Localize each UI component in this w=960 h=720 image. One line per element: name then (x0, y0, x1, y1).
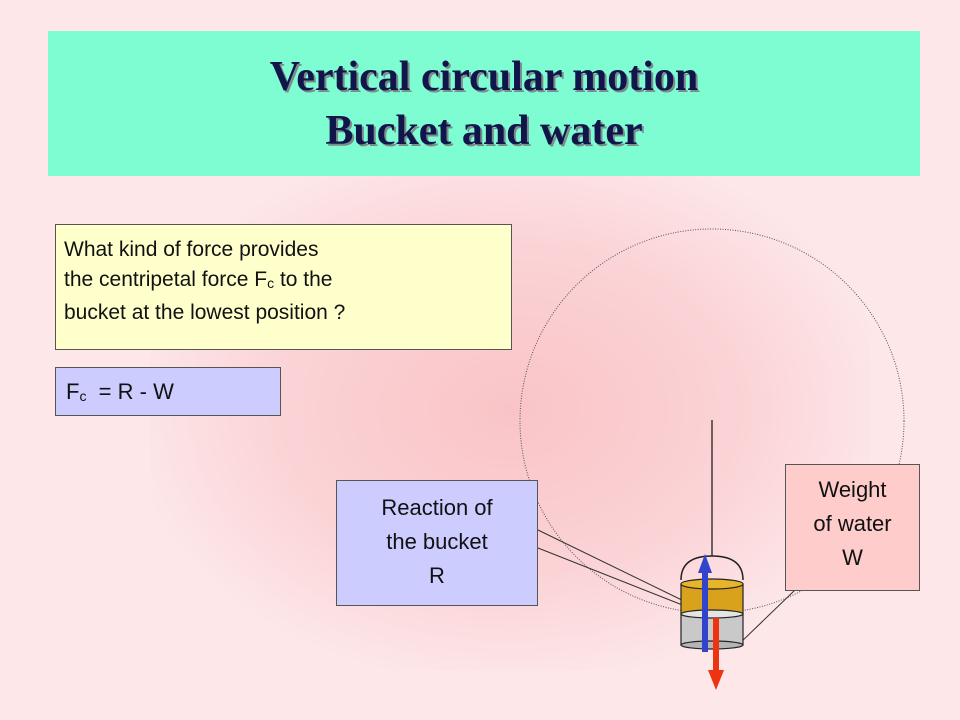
reaction-arrowhead (698, 554, 712, 573)
title-line-1: Vertical circular motion (269, 53, 699, 100)
weight-line-3: W (842, 545, 863, 570)
reaction-pointer-line (537, 529, 691, 605)
question-line-2-suffix: to the (274, 268, 333, 291)
weight-line-1: Weight (818, 477, 887, 502)
weight-line-2: of water (813, 511, 892, 536)
reaction-line-2: the bucket (386, 529, 488, 554)
reaction-label-box: Reaction of the bucket R (336, 480, 538, 606)
weight-label-box: Weight of water W (785, 464, 920, 591)
question-subscript: c (267, 275, 275, 291)
reaction-pointer-line-2 (537, 547, 691, 609)
bucket-handle (680, 555, 744, 581)
water-surface (680, 578, 744, 590)
formula-expression: = R - W (86, 379, 174, 404)
title-banner: Vertical circular motion Bucket and wate… (48, 31, 920, 176)
formula-box: Fc = R - W (55, 367, 281, 416)
circular-path (519, 228, 905, 614)
formula-symbol: F (66, 379, 80, 404)
reaction-line-3: R (429, 563, 445, 588)
question-line-1: What kind of force provides (64, 238, 319, 261)
bucket-bottom (680, 640, 744, 650)
formula-subscript: c (79, 388, 87, 404)
reaction-line-1: Reaction of (381, 495, 493, 520)
question-line-2-prefix: the centripetal force F (64, 268, 268, 291)
title-line-2: Bucket and water (325, 107, 643, 154)
bucket-body (680, 613, 744, 646)
question-line-2: the centripetal force Fc to the (64, 265, 503, 298)
question-box: What kind of force provides the centripe… (55, 224, 512, 350)
weight-pointer-line (737, 589, 796, 646)
bucket-rim (680, 609, 744, 619)
question-line-3: bucket at the lowest position ? (64, 301, 346, 324)
weight-arrowhead (708, 670, 724, 690)
